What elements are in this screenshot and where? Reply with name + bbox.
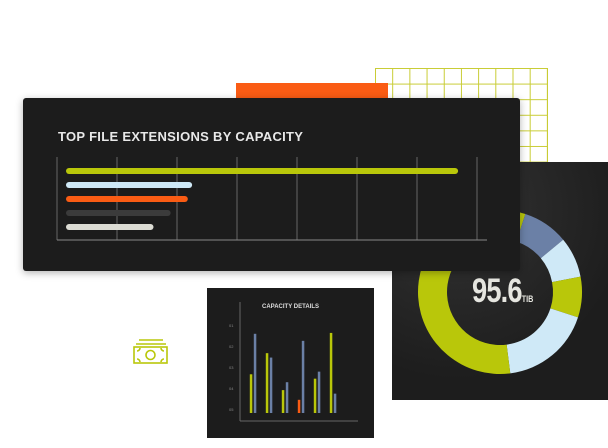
- bar: [301, 340, 305, 413]
- bar: [329, 332, 333, 413]
- capacity-details-panel: CAPACITY DETAILS 01 02 03 04 05: [207, 288, 374, 438]
- donut-slice: [516, 214, 564, 259]
- y-tick-label: 03: [229, 365, 234, 370]
- top-extensions-panel: TOP FILE EXTENSIONS BY CAPACITY: [23, 98, 520, 271]
- bar: [285, 382, 289, 413]
- capacity-unit: TIB: [521, 294, 534, 304]
- capacity-bar-chart: 01 02 03 04 05: [229, 302, 358, 422]
- money-icon: [133, 339, 168, 364]
- capacity-value: 95.6: [472, 272, 523, 310]
- donut-slice: [506, 308, 578, 374]
- donut-slice: [550, 276, 582, 318]
- y-tick-label: 01: [229, 323, 234, 328]
- donut-center-value: 95.6TIB: [472, 272, 533, 311]
- bar: [313, 378, 317, 413]
- chart-title: CAPACITY DETAILS: [261, 304, 319, 310]
- bar: [333, 393, 337, 413]
- bar: [297, 399, 301, 413]
- bar: [317, 371, 321, 413]
- bar: [265, 353, 269, 413]
- bar: [249, 374, 253, 413]
- bar: [281, 390, 285, 413]
- y-tick-label: 04: [229, 386, 234, 391]
- bar: [253, 333, 257, 413]
- bar: [269, 357, 273, 413]
- y-tick-label: 02: [229, 344, 234, 349]
- chart-title: TOP FILE EXTENSIONS BY CAPACITY: [58, 129, 304, 144]
- donut-slice: [540, 239, 581, 283]
- y-tick-label: 05: [229, 407, 234, 412]
- extensions-bar-chart: [56, 157, 487, 241]
